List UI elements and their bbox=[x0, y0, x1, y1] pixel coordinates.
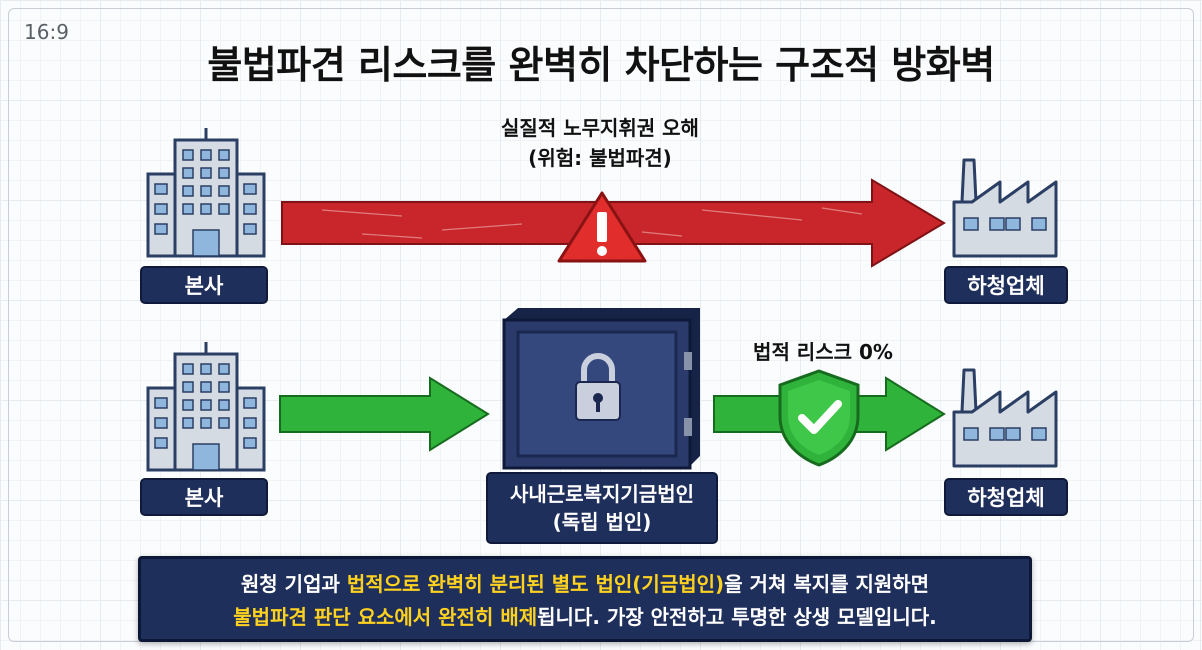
fund-corporation-label-line1: 사내근로복지기금법인 bbox=[510, 482, 694, 506]
risk-caption: 실질적 노무지휘권 오해 (위험: 불법파견) bbox=[470, 113, 730, 173]
fund-corporation-label: 사내근로복지기금법인 (독립 법인) bbox=[486, 472, 718, 544]
banner-line2-highlight: 불법파견 판단 요소에서 완전히 배제 bbox=[233, 605, 538, 629]
factory-icon-top bbox=[952, 158, 1058, 258]
banner-line2-part2: 됩니다. 가장 안전하고 투명한 상생 모델입니다. bbox=[537, 605, 937, 629]
safe-caption: 법적 리스크 0% bbox=[753, 340, 893, 364]
safe-vault-icon bbox=[502, 308, 700, 470]
factory-icon-bottom bbox=[952, 368, 1058, 468]
hq-label-top: 본사 bbox=[140, 266, 268, 304]
banner-line1-highlight: 법적으로 완벽히 분리된 별도 법인(기금법인) bbox=[346, 572, 725, 596]
vendor-label-bottom: 하청업체 bbox=[944, 478, 1068, 516]
risk-caption-line1: 실질적 노무지휘권 오해 bbox=[501, 116, 699, 140]
summary-banner: 원청 기업과 법적으로 완벽히 분리된 별도 법인(기금법인)을 거쳐 복지를 … bbox=[138, 556, 1032, 642]
risk-caption-line2: (위험: 불법파견) bbox=[528, 146, 672, 170]
banner-line1-part3: 을 거쳐 복지를 지원하면 bbox=[724, 572, 930, 596]
page-title: 불법파견 리스크를 완벽히 차단하는 구조적 방화벽 bbox=[207, 43, 995, 87]
hq-label-bottom: 본사 bbox=[140, 478, 268, 516]
banner-line1-part1: 원청 기업과 bbox=[240, 572, 347, 596]
banner-line1: 원청 기업과 법적으로 완벽히 분리된 별도 법인(기금법인)을 거쳐 복지를 … bbox=[141, 568, 1029, 601]
warning-icon bbox=[557, 191, 647, 263]
safe-arrow-left bbox=[279, 376, 490, 452]
shield-check-icon bbox=[778, 369, 860, 467]
hq-building-icon-bottom bbox=[146, 342, 266, 472]
vendor-label-top: 하청업체 bbox=[944, 266, 1068, 304]
hq-building-icon-top bbox=[146, 128, 266, 258]
aspect-ratio-label: 16:9 bbox=[24, 20, 69, 44]
fund-corporation-label-line2: (독립 법인) bbox=[552, 510, 652, 534]
banner-line2: 불법파견 판단 요소에서 완전히 배제됩니다. 가장 안전하고 투명한 상생 모… bbox=[141, 601, 1029, 634]
